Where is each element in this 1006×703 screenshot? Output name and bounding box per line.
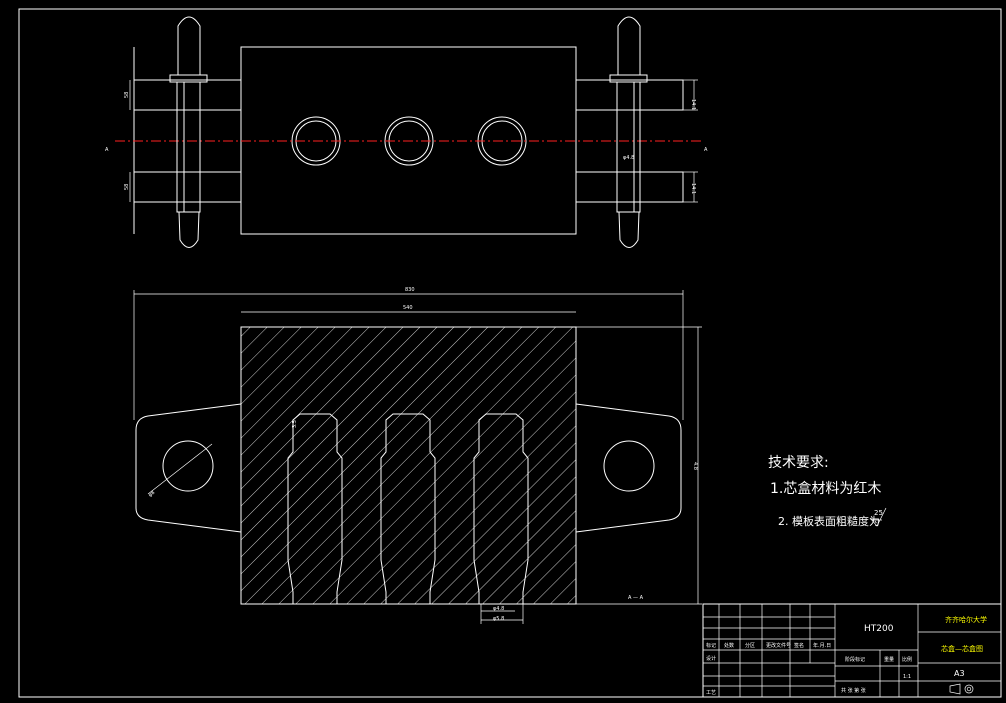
scale: 1:1 [903, 674, 911, 680]
sheet-label: 共 张 第 张 [841, 687, 866, 694]
roughness-symbol-icon [869, 507, 887, 527]
notes-item1: 1.芯盒材料为红木 [770, 480, 881, 497]
core-box-section [240, 326, 577, 605]
drawing-frame [18, 8, 1002, 698]
title-block: HT200 齐齐哈尔大学 芯盒—芯盒图 A3 1:1 标记 处数 分区 更改文件… [702, 603, 1002, 698]
section-mark: A — A [628, 595, 644, 601]
left-pin [169, 16, 208, 248]
process-label: 工艺 [706, 690, 716, 696]
section-arrow-left: A [105, 147, 109, 153]
projection-symbol-icon [949, 683, 974, 695]
right-pin [609, 16, 648, 248]
dim-right-1: 14.1 [690, 99, 696, 110]
design-label: 设计 [706, 655, 716, 662]
notes-item2: 2. 模板表面粗糙度为 [778, 514, 880, 528]
dim-hole: φ8 [147, 490, 156, 499]
top-view [115, 16, 702, 248]
dim-left-1: 58 [124, 92, 130, 98]
stage-label: 阶段标记 [845, 656, 865, 663]
row-label-3: 更改文件号 [766, 642, 791, 649]
section-arrow-right: A [704, 147, 708, 153]
dim-overall-width: 830 [405, 287, 415, 293]
technical-notes: 技术要求: 1.芯盒材料为红木 2. 模板表面粗糙度为 25 [768, 455, 887, 528]
drawing-name: 芯盒—芯盒图 [941, 644, 983, 653]
dim-bottom-large: φ5.8 [493, 616, 504, 622]
left-ear [135, 403, 242, 533]
dim-overall-height: 4.8 [692, 462, 698, 470]
section-view [133, 290, 702, 624]
dim-core-width: 540 [403, 305, 413, 311]
dim-right-2: 14.1 [690, 183, 696, 194]
dim-pin-width: φ4.8 [623, 155, 634, 161]
paper-size: A3 [954, 669, 965, 678]
weight-label: 重量 [884, 656, 894, 663]
material: HT200 [864, 624, 894, 634]
dimension-texts: 58 58 14.1 14.1 φ4.8 830 540 4.8 φ8 φ4.8… [105, 92, 708, 622]
dim-core-label: 3.5 [292, 420, 298, 428]
row-label-4: 签名 [794, 642, 804, 649]
scale-label: 比例 [902, 656, 912, 663]
core-cavities [287, 413, 529, 605]
notes-title: 技术要求: [768, 455, 829, 471]
right-ear [575, 403, 682, 533]
row-label-5: 年.月.日 [813, 642, 831, 649]
row-label-0: 标记 [706, 642, 716, 649]
row-label-2: 分区 [745, 642, 755, 649]
dim-bottom-small: φ4.8 [493, 606, 504, 612]
roughness-value: 25 [874, 509, 883, 517]
school-name: 齐齐哈尔大学 [945, 615, 987, 624]
row-label-1: 处数 [724, 642, 734, 649]
dim-left-2: 58 [124, 184, 130, 190]
